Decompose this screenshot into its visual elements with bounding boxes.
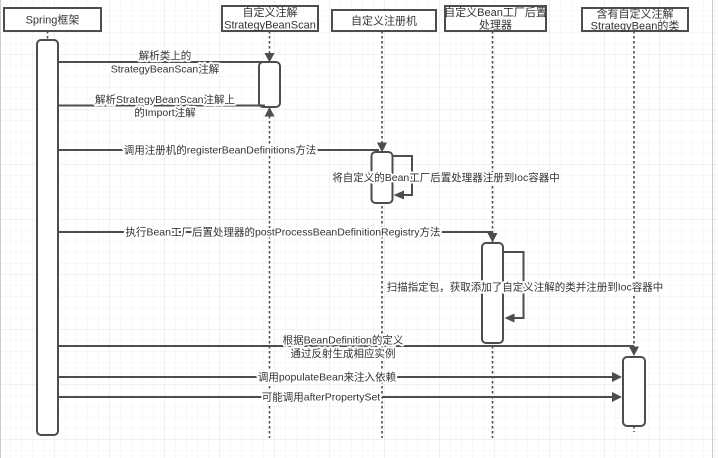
activation-strategy-bean-scan-annotation[interactable] (258, 61, 281, 108)
message-label-4[interactable]: 将自定义的Bean工厂后置处理器注册到Ioc容器中 (330, 169, 562, 186)
message-label-7b[interactable]: 通过反射生成相应实例 (289, 345, 398, 362)
participant-label: StrategyBean的类 (591, 19, 680, 33)
participant-label: 含有自定义注解 (597, 7, 674, 21)
participant-label: 自定义注册机 (351, 14, 417, 28)
arrowhead-right-9 (612, 392, 622, 402)
message-line-4[interactable] (392, 155, 413, 196)
participant-spring-framework: Spring框架 (3, 7, 102, 32)
message-label-2[interactable]: 解析StrategyBeanScan注解上 (93, 91, 237, 108)
message-label-1[interactable]: 解析类上的 (137, 47, 194, 64)
participant-box-custom-registrar[interactable] (331, 9, 437, 32)
activation-strategy-bean-class[interactable] (622, 356, 646, 427)
participant-label: 处理器 (479, 19, 512, 32)
participant-label: StrategyBeanScan (224, 20, 316, 32)
participant-label: 自定义注解 (243, 5, 298, 19)
arrowhead-down-3 (377, 142, 387, 153)
activation-spring-framework[interactable] (36, 39, 59, 436)
participant-box-strategy-bean-scan-annotation[interactable] (221, 5, 319, 32)
participant-label: 自定义Bean工厂后置 (444, 5, 547, 19)
arrowhead-down-5 (487, 233, 498, 243)
message-label-7[interactable]: 根据BeanDefinition的定义 (281, 332, 406, 349)
participant-strategy-bean-class: 含有自定义注解 StrategyBean的类 (581, 7, 689, 33)
message-label-6[interactable]: 扫描指定包，获取添加了自定义注解的类并注册到Ioc容器中 (385, 279, 666, 296)
message-label-1b[interactable]: StrategyBeanScan注解 (109, 61, 222, 78)
arrowhead-up-2 (264, 107, 275, 117)
arrowhead-down-7 (629, 346, 639, 356)
message-label-3[interactable]: 调用注册机的registerBeanDefinitions方法 (122, 142, 319, 159)
message-line-6[interactable] (503, 251, 525, 319)
arrowhead-left-4 (393, 190, 404, 200)
arrowhead-left-6 (504, 313, 515, 323)
participant-strategy-bean-scan-annotation: 自定义注解 StrategyBeanScan (221, 5, 319, 32)
message-label-2b[interactable]: 的Import注解 (132, 104, 198, 121)
activation-bean-factory-post-processor[interactable] (481, 242, 504, 344)
participant-box-spring-framework[interactable] (3, 7, 102, 32)
message-label-5[interactable]: 执行Bean工厂后置处理器的postProcessBeanDefinitionR… (123, 224, 442, 241)
participant-bean-factory-post-processor: 自定义Bean工厂后置 处理器 (444, 5, 547, 32)
arrowhead-right-8 (612, 372, 622, 382)
arrowhead-down-1 (264, 53, 275, 63)
participant-box-strategy-bean-class[interactable] (581, 7, 689, 32)
participant-custom-registrar: 自定义注册机 (331, 9, 437, 32)
participant-box-bean-factory-post-processor[interactable] (444, 5, 547, 32)
participant-label: Spring框架 (26, 14, 80, 27)
message-label-8[interactable]: 调用populateBean来注入依赖 (256, 369, 399, 386)
message-label-9[interactable]: 可能调用afterPropertySet (260, 389, 383, 406)
